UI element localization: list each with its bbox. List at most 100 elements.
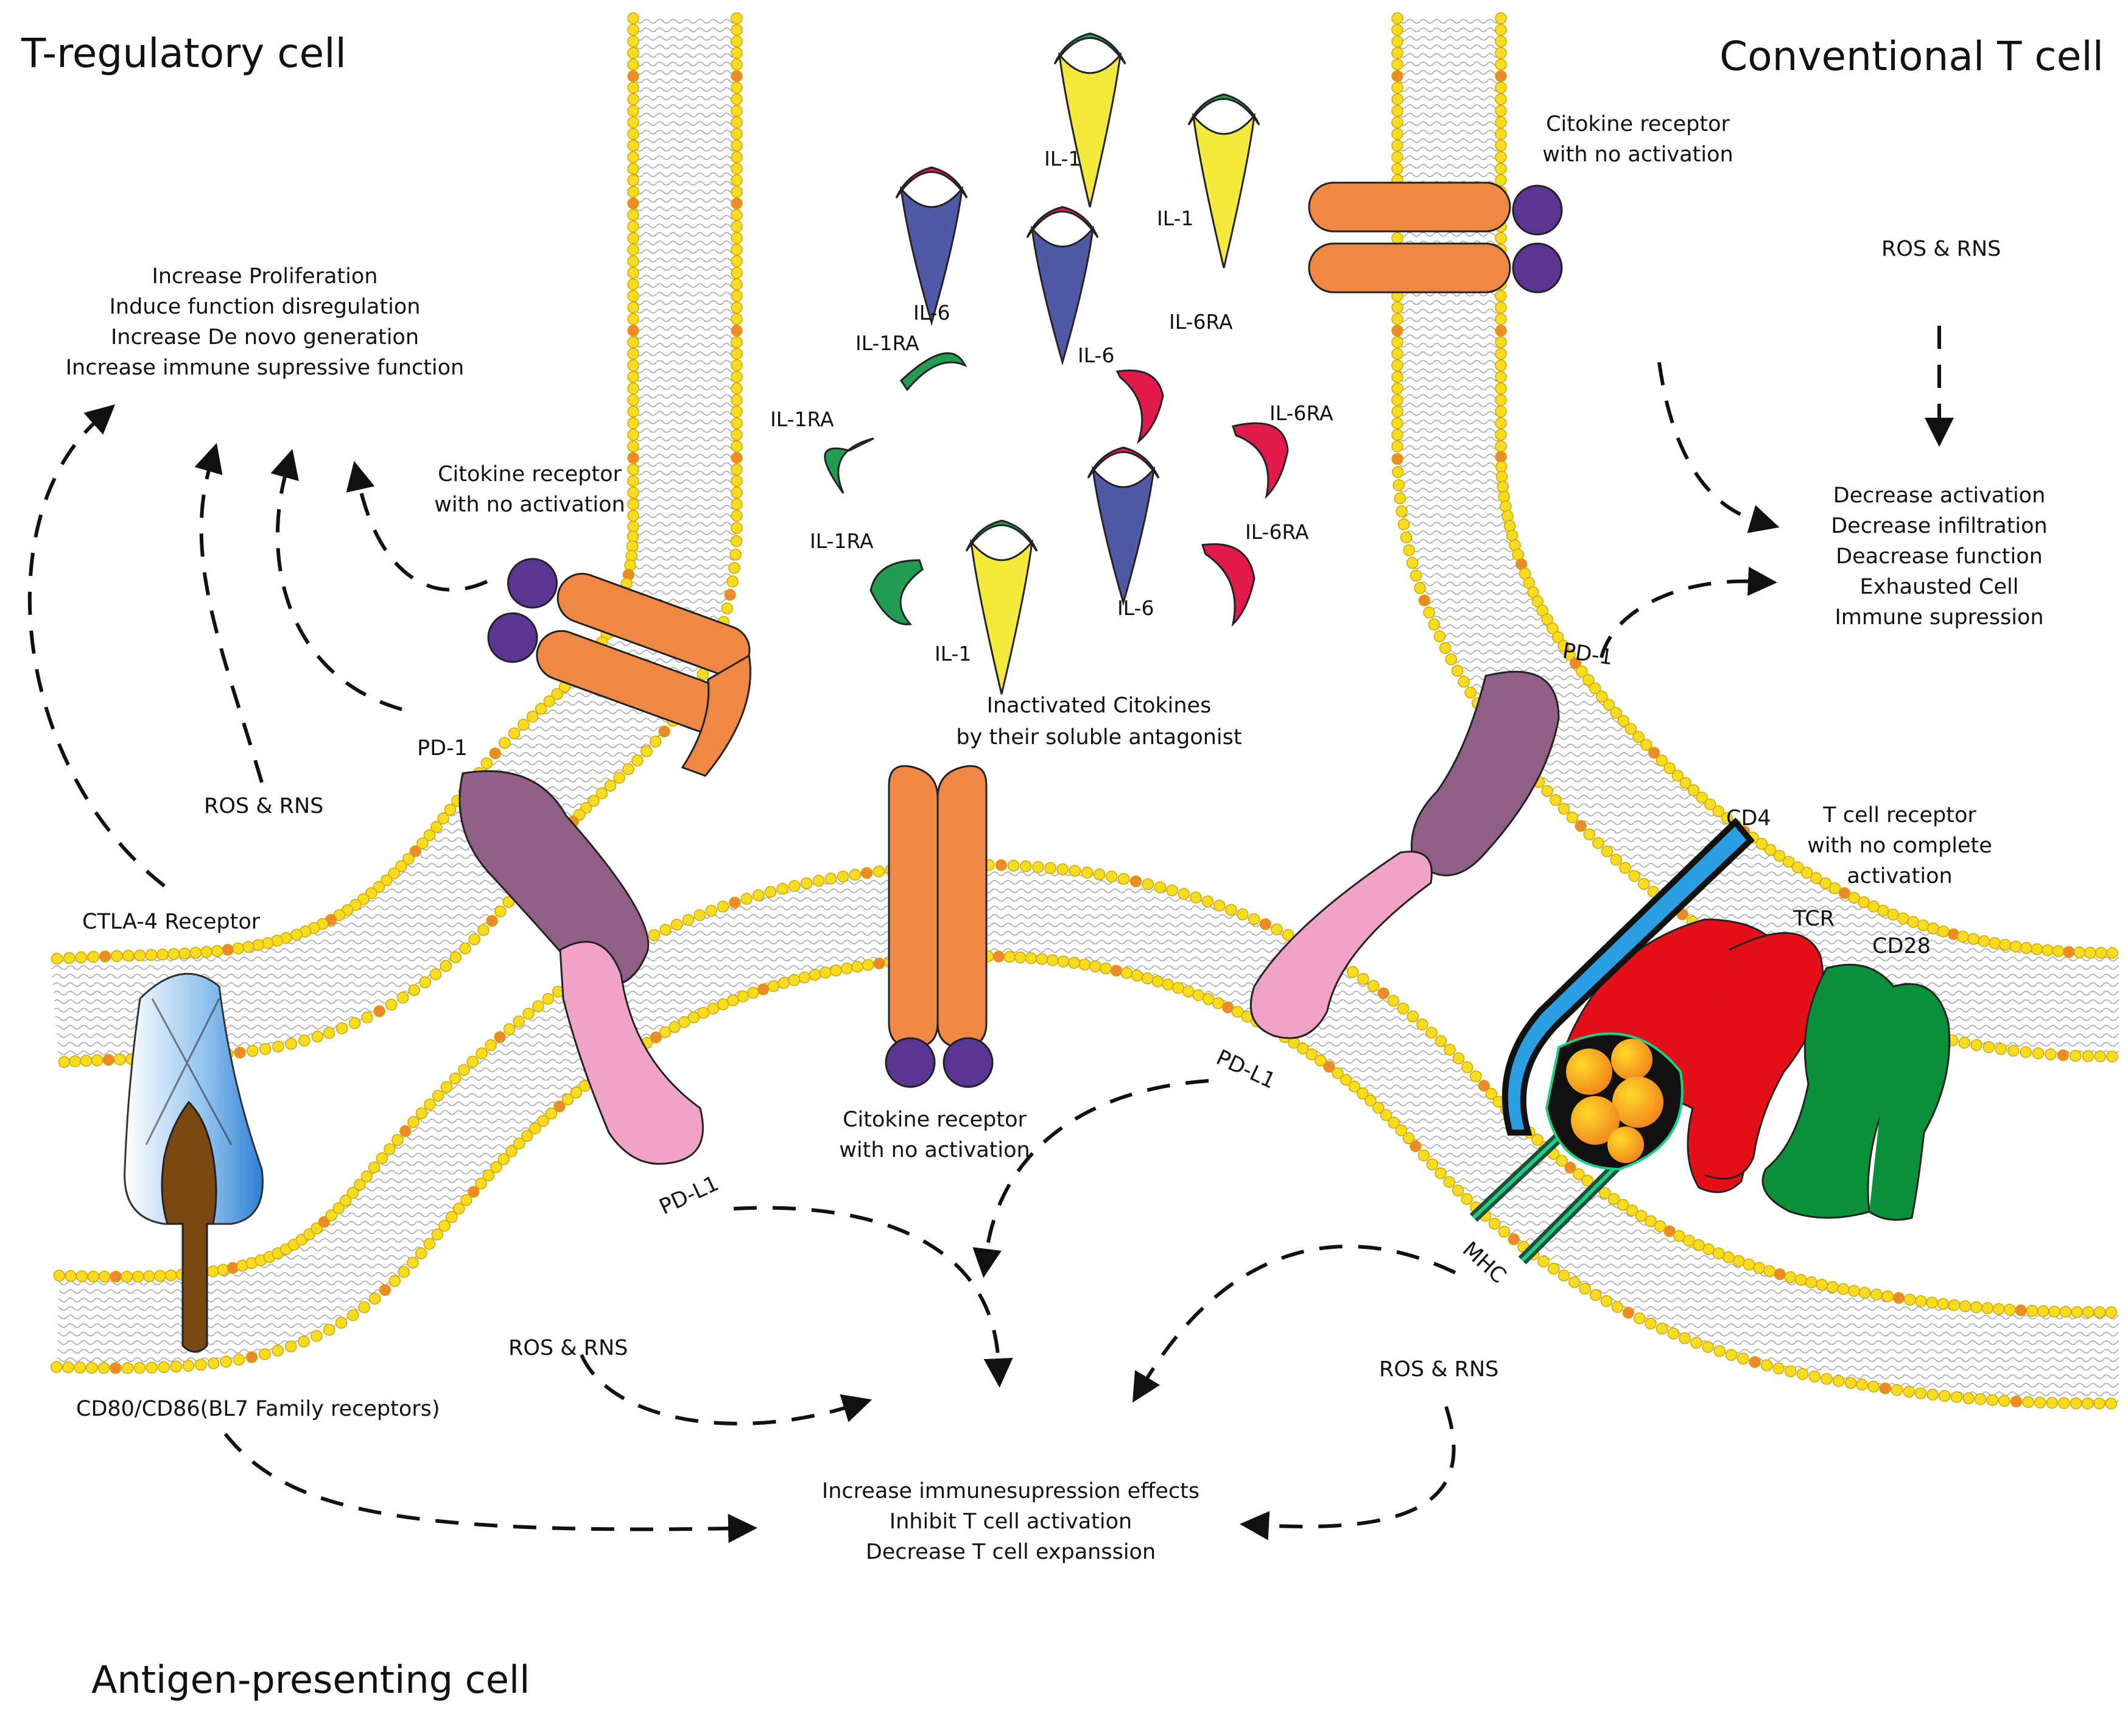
lipid-head (1397, 518, 1410, 530)
lipid-head (468, 1186, 480, 1198)
lipid-head (1391, 58, 1403, 71)
lipid-head (522, 1008, 535, 1020)
lipid-head (1816, 1279, 1828, 1291)
lipid-head (1576, 666, 1588, 678)
lipid-head (737, 990, 750, 1003)
lipid-head (1433, 630, 1446, 642)
lipid-head (399, 1125, 412, 1137)
lipid-head (1414, 582, 1426, 594)
lipid-head (1645, 1317, 1657, 1330)
lipid-head (2081, 1397, 2094, 1410)
lipid-head (731, 174, 743, 186)
lipid-head (1089, 960, 1101, 972)
lipid-head (731, 313, 743, 325)
lipid-head (69, 1055, 82, 1067)
lipid-head (873, 865, 885, 877)
lipid-head (2105, 1306, 2118, 1318)
lipid-head (627, 498, 639, 510)
lipid-head (627, 24, 639, 36)
lipid-head (2063, 946, 2075, 958)
treg-effect-1: Increase Proliferation (152, 264, 378, 289)
lipid-head (1907, 916, 1919, 928)
lipid-head (1927, 922, 1939, 935)
lipid-head (1154, 881, 1167, 893)
lipid-head (731, 498, 743, 510)
lipid-head (1501, 510, 1514, 522)
cytokine-receptor-center (885, 765, 994, 1088)
lipid-head (480, 757, 493, 770)
lipid-head (1391, 440, 1403, 452)
lipid-head (1774, 1268, 1786, 1281)
lipid-head (740, 893, 753, 905)
lipid-head (627, 452, 639, 464)
lipid-head (650, 1031, 662, 1044)
lipid-head (348, 1017, 361, 1029)
lipid-head (641, 745, 653, 757)
lipid-head (1887, 908, 1900, 921)
arrow-cytokine-left-up (346, 460, 488, 592)
lipid-head (1536, 604, 1548, 617)
lipid-head (1998, 1394, 2010, 1407)
lipid-head (627, 463, 639, 476)
lipid-head (1531, 1134, 1543, 1146)
lipid-head (2093, 1397, 2105, 1410)
lipid-head (1736, 1352, 1749, 1365)
lipid-head (2106, 1050, 2118, 1063)
lipid-head (122, 949, 135, 962)
lipid-head (2034, 1396, 2046, 1409)
lipid-head (1068, 957, 1080, 969)
il1ra-free-1 (900, 352, 967, 392)
lipid-head (1592, 837, 1604, 849)
lipid-head (1443, 1176, 1455, 1188)
lipid-head (627, 394, 639, 406)
lipid-head (1081, 866, 1094, 879)
lipid-head (1190, 891, 1202, 904)
lipid-head (58, 1056, 71, 1068)
lipid-head (1100, 962, 1112, 975)
lipid-head (1557, 803, 1570, 815)
lipid-head (51, 952, 63, 965)
lipid-head (731, 371, 743, 383)
lipid-head (2010, 1395, 2023, 1408)
lipid-head (1237, 908, 1249, 921)
lipid-head (627, 93, 639, 105)
lipid-head (1690, 1337, 1702, 1349)
lipid-head (809, 969, 821, 981)
ros-label-treg: ROS & RNS (204, 794, 323, 818)
lipid-head (1391, 453, 1403, 465)
lipid-head (1485, 1088, 1497, 1100)
lipid-head (388, 867, 400, 880)
cd80-receptor (161, 1100, 217, 1353)
il6-complex-2 (1026, 206, 1099, 366)
lipid-head (551, 687, 563, 700)
lipid-head (731, 244, 743, 256)
lipid-head (167, 948, 180, 960)
lipid-head (62, 1361, 74, 1374)
lipid-head (395, 860, 407, 873)
lipid-head (494, 1031, 506, 1044)
lipid-head (2059, 1306, 2072, 1318)
lipid-head (1391, 406, 1403, 418)
lipid-head (1743, 1259, 1755, 1271)
lipid-head (2082, 1306, 2095, 1318)
lipid-head (1663, 1225, 1676, 1237)
lipid-head (1391, 105, 1403, 117)
lipid-head (1950, 1391, 1963, 1404)
lipid-head (1495, 232, 1507, 244)
lipid-head (627, 220, 639, 233)
lipid-head (995, 859, 1008, 871)
lipid-head (2020, 942, 2032, 954)
lipid-head (499, 737, 511, 749)
lipid-head (430, 821, 443, 833)
lipid-head (1784, 1271, 1797, 1284)
lipid-head (2093, 1306, 2106, 1318)
lipid-head (627, 440, 639, 452)
lipid-head (415, 1247, 427, 1260)
lipid-head (2094, 1050, 2107, 1063)
lipid-head (154, 1270, 166, 1282)
il1-label-2: IL-1 (1157, 206, 1193, 230)
lipid-head (1772, 1362, 1785, 1375)
lipid-head (475, 1177, 487, 1190)
lipid-head (65, 1270, 77, 1282)
lipid-head (1495, 301, 1507, 314)
